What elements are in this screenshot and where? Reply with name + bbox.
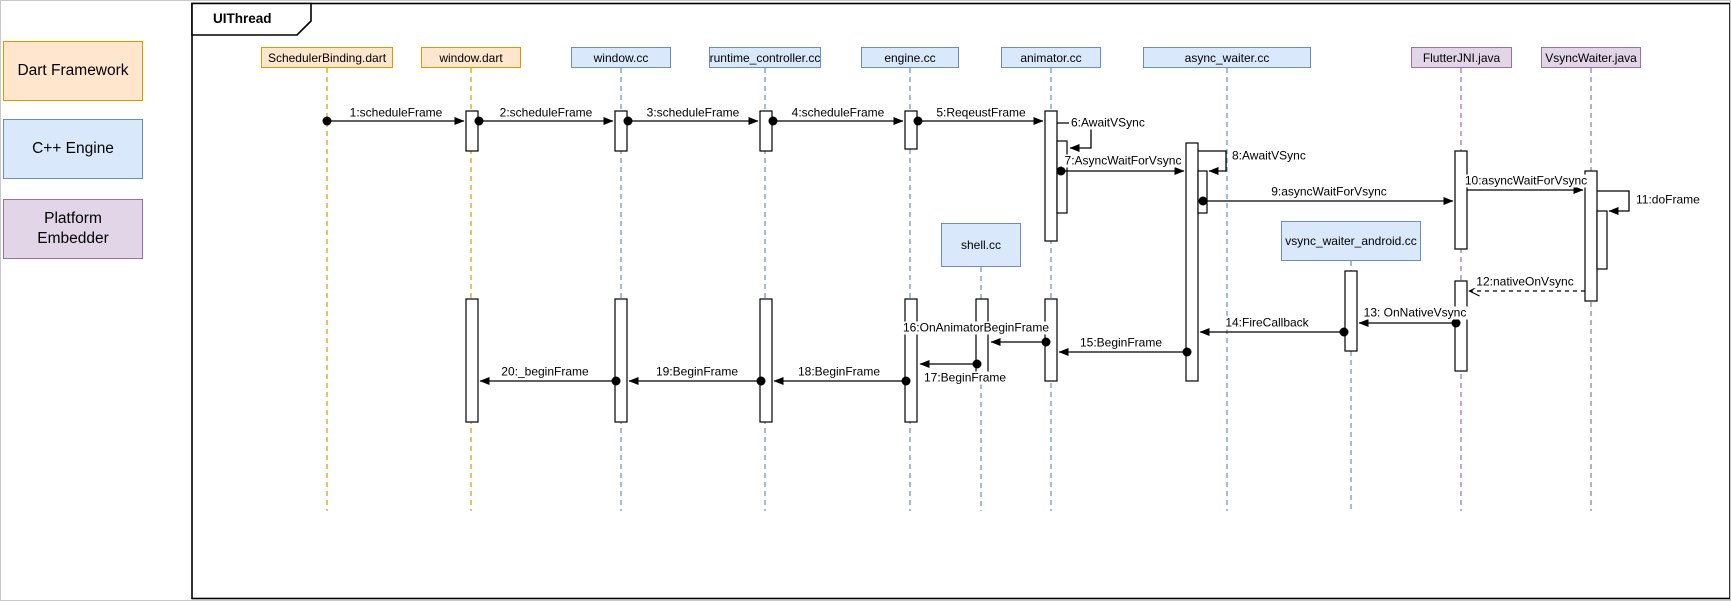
legend-dart-framework: Dart Framework	[3, 41, 143, 101]
activation-vsync-waiter-android	[1344, 270, 1358, 352]
message-11-self-arrow	[1597, 190, 1630, 215]
lifeline-header-async-waiter-cc: async_waiter.cc	[1143, 47, 1311, 68]
message-15-arrow	[1058, 347, 1192, 357]
message-6-label: 6:AwaitVSync	[1069, 115, 1147, 130]
message-20-source-dot	[611, 376, 621, 386]
message-16-label: 16:OnAnimatorBeginFrame	[900, 320, 1052, 335]
message-10-label: 10:asyncWaitForVsync	[1462, 173, 1590, 188]
activation-async-waiter-main	[1185, 142, 1199, 382]
message-8-label: 8:AwaitVSync	[1230, 148, 1308, 163]
message-12-label: 12:nativeOnVsync	[1474, 274, 1576, 289]
message-18-label: 18:BeginFrame	[795, 364, 883, 379]
message-11-label: 11:doFrame	[1634, 192, 1702, 207]
message-19-arrow	[628, 376, 766, 386]
message-1-label: 1:scheduleFrame	[347, 105, 445, 120]
lifeline-header-animator-cc: animator.cc	[1001, 47, 1101, 68]
message-1-source-dot	[322, 116, 332, 126]
legend-platform-embedder: Platform Embedder	[3, 199, 143, 259]
message-17-label: 17:BeginFrame	[922, 370, 1009, 385]
participant-vsync-waiter-android-cc: vsync_waiter_android.cc	[1281, 221, 1421, 261]
message-20-label: 20:_beginFrame	[499, 364, 591, 379]
activation-animator-main	[1044, 110, 1058, 242]
activation-window-dart-return	[465, 298, 479, 423]
uithread-frame	[191, 2, 1730, 600]
message-5-label: 5:ReqeustFrame	[934, 105, 1028, 120]
lifelines	[326, 68, 1592, 511]
activation-runtime-controller-1	[759, 110, 773, 152]
activation-window-cc-1	[614, 110, 628, 152]
activation-shell	[975, 298, 989, 382]
message-2-source-dot	[474, 116, 484, 126]
message-16-arrow	[990, 337, 1051, 347]
activation-window-cc-return	[614, 298, 628, 423]
message-2-label: 2:scheduleFrame	[497, 105, 595, 120]
activation-async-waiter-nested	[1197, 170, 1208, 214]
message-16-source-dot	[1041, 337, 1051, 347]
message-14-label: 14:FireCallback	[1223, 315, 1311, 330]
legend-cpp-engine: C++ Engine	[3, 119, 143, 179]
message-9-source-dot	[1198, 196, 1208, 206]
lifeline-header-runtime-controller-cc: runtime_controller.cc	[709, 47, 821, 68]
message-15-source-dot	[1182, 347, 1192, 357]
lifeline-header-schedulerbinding-dart: SchedulerBinding.dart	[261, 47, 393, 68]
lifeline-header-window-cc: window.cc	[571, 47, 671, 68]
message-3-source-dot	[623, 116, 633, 126]
message-3-label: 3:scheduleFrame	[644, 105, 742, 120]
message-4-source-dot	[768, 116, 778, 126]
activation-engine-return	[904, 298, 918, 423]
uithread-frame-tab	[191, 2, 312, 36]
activation-flutterjni-1	[1454, 150, 1468, 250]
message-1-arrow	[322, 116, 465, 126]
message-15-label: 15:BeginFrame	[1077, 335, 1165, 350]
message-3-arrow	[623, 116, 759, 126]
lifeline-header-vsyncwaiter-java: VsyncWaiter.java	[1541, 47, 1641, 68]
message-5-arrow	[913, 116, 1044, 126]
message-14-source-dot	[1339, 327, 1349, 337]
message-13-source-dot	[1451, 318, 1461, 328]
lifeline-header-window-dart: window.dart	[421, 47, 521, 68]
activation-engine-1	[904, 110, 918, 150]
activation-window-dart-1	[465, 110, 479, 152]
message-19-source-dot	[756, 376, 766, 386]
message-19-label: 19:BeginFrame	[653, 364, 741, 379]
lifeline-header-engine-cc: engine.cc	[861, 47, 959, 68]
activation-bars	[465, 110, 1608, 423]
participant-shell-cc: shell.cc	[941, 223, 1021, 267]
message-9-arrow	[1198, 196, 1454, 206]
message-20-arrow	[479, 376, 621, 386]
message-17-arrow	[919, 359, 982, 369]
message-17-source-dot	[972, 359, 982, 369]
message-9-label: 9:asyncWaitForVsync	[1269, 184, 1389, 199]
activation-vsyncwaiter-nested	[1596, 210, 1608, 270]
message-8-self-arrow	[1198, 150, 1227, 175]
message-7-source-dot	[1056, 166, 1066, 176]
message-arrows	[322, 116, 1630, 386]
message-18-arrow	[773, 376, 911, 386]
message-4-label: 4:scheduleFrame	[789, 105, 887, 120]
message-2-arrow	[474, 116, 614, 126]
message-4-arrow	[768, 116, 904, 126]
message-13-label: 13: OnNativeVsync	[1361, 305, 1469, 320]
activation-runtime-controller-return	[759, 298, 773, 423]
message-7-label: 7:AsyncWaitForVsync	[1062, 153, 1184, 168]
activation-vsyncwaiter-main	[1584, 170, 1598, 302]
lifeline-header-flutterjni-java: FlutterJNI.java	[1411, 47, 1512, 68]
message-18-source-dot	[901, 376, 911, 386]
frame-title: UIThread	[213, 11, 272, 26]
message-14-arrow	[1199, 327, 1349, 337]
message-13-arrow	[1358, 318, 1461, 328]
message-5-source-dot	[913, 116, 923, 126]
message-7-arrow	[1056, 166, 1185, 176]
activation-animator-nested	[1056, 140, 1068, 214]
